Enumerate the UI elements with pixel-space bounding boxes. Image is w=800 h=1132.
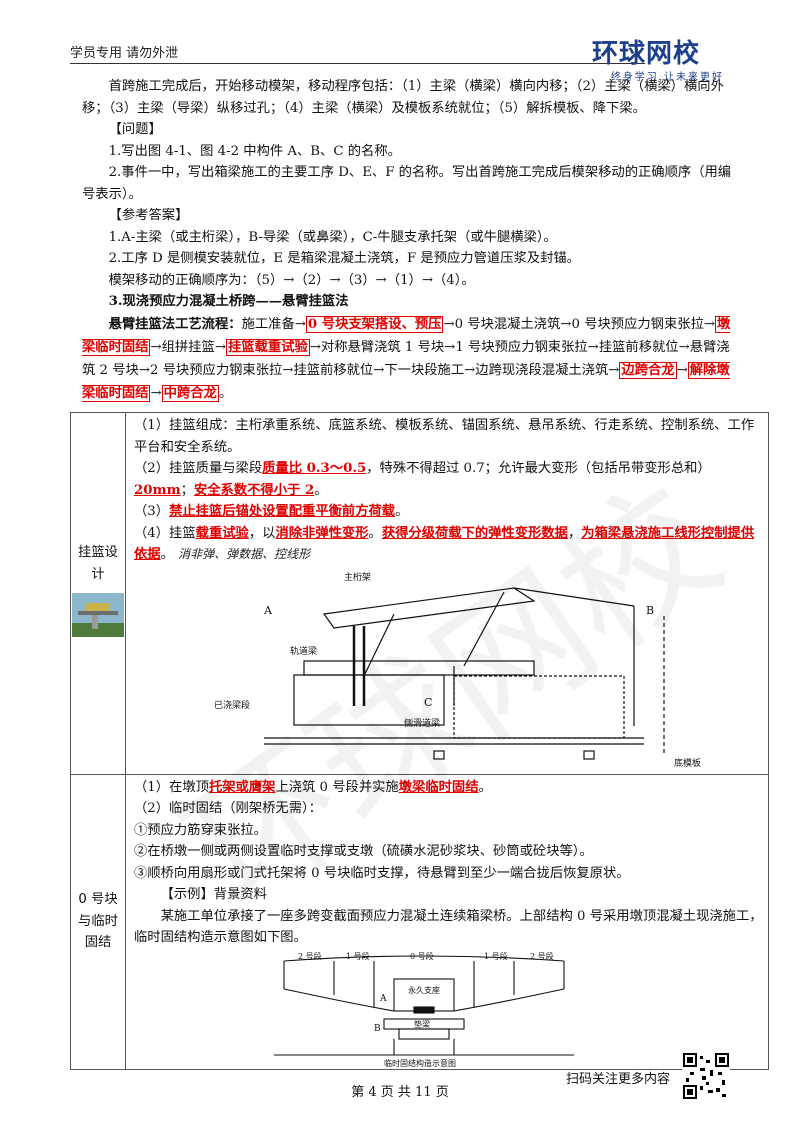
text: 上浇筑 0 号段并实施 — [275, 779, 399, 795]
text: ， — [567, 525, 582, 541]
header-left-text: 学员专用 请勿外泄 — [70, 46, 179, 61]
row-content: （1）在墩顶托架或膺架上浇筑 0 号段并实施墩梁临时固结。 （2）临时固结（刚架… — [125, 773, 769, 1070]
text: ，以 — [248, 525, 276, 541]
block0-item-1: （1）在墩顶托架或膺架上浇筑 0 号段并实施墩梁临时固结。 — [134, 777, 764, 799]
flow-text: → — [150, 385, 162, 401]
temporary-fixation-diagram: 2 号段 1 号段 0 号段 1 号段 2 号段 A 永久支座 B 垫梁 临时固… — [274, 951, 574, 1067]
traveler-item-3: （3）禁止挂篮后锚处设置配重平衡前方荷载。 — [134, 501, 764, 523]
paragraph-intro: 首跨施工完成后，开始移动模架，移动程序包括：（1）主梁（横梁）横向内移；（2）主… — [82, 79, 724, 116]
highlight: 质量比 0.3～0.5 — [262, 461, 367, 476]
flow-text: →组拼挂篮→ — [150, 339, 226, 355]
block0-item-5: ③顺桥向用扇形或门式托架将 0 号块临时支撑，待悬臂到至少一端合拢后恢复原状。 — [134, 865, 630, 881]
label-rail: 轨道梁 — [290, 645, 317, 657]
text: 。 — [395, 504, 409, 519]
text: （3） — [134, 504, 170, 519]
text: （1）在墩顶 — [134, 779, 209, 795]
flow-highlight: 墩梁临时固结 — [82, 315, 731, 356]
text: 。 — [160, 547, 174, 562]
traveler-item-1: （1）挂篮组成：主桁承重系统、底篮系统、模板系统、锚固系统、悬吊系统、行走系统、… — [134, 418, 755, 455]
flow-text: → — [676, 362, 688, 378]
qr-code-icon — [682, 1052, 730, 1100]
highlight: 安全系数不得小于 2 — [193, 482, 315, 498]
question-heading: 【问题】 — [108, 122, 162, 137]
question-1: 1.写出图 4-1、图 4-2 中构件 A、B、C 的名称。 — [108, 143, 401, 159]
label-poured: 已浇梁段 — [214, 699, 250, 711]
highlight: 载重试验 — [195, 525, 249, 541]
text: （4）挂篮 — [134, 525, 196, 541]
flow-text: →0 号块混凝土浇筑→0 号块预应力钢束张拉→ — [443, 316, 716, 332]
text: ； — [180, 482, 194, 498]
process-flow: 悬臂挂篮法工艺流程：施工准备→0 号块支架搭设、预压→0 号块混凝土浇筑→0 号… — [82, 313, 732, 405]
document-body: 首跨施工完成后，开始移动模架，移动程序包括：（1）主梁（横梁）横向内移；（2）主… — [82, 76, 732, 405]
label-side-rail: 侧滑道梁 — [404, 717, 440, 729]
seg-2-right: 2 号段 — [530, 951, 554, 961]
section-heading: 3.现浇预应力混凝土桥跨——悬臂挂篮法 — [108, 294, 349, 309]
diagram-caption: 临时固结构造示意图 — [384, 1058, 456, 1067]
form-traveler-photo — [72, 593, 124, 637]
logo-text: 环球网校 — [592, 39, 701, 69]
answer-2: 2.工序 D 是侧模安装就位，E 是箱梁混凝土浇筑，F 是预应力管道压浆及封锚。 — [108, 251, 580, 266]
flow-highlight: 边跨合龙 — [619, 361, 677, 379]
flow-title: 悬臂挂篮法工艺流程： — [108, 316, 242, 332]
text: ，特殊不得超过 0.7；允许最大变形（包括吊带变形总和） — [366, 461, 711, 476]
seg-0: 0 号段 — [410, 951, 434, 961]
text: 。 — [478, 779, 492, 795]
traveler-item-2: （2）挂篮质量与梁段质量比 0.3～0.5，特殊不得超过 0.7；允许最大变形（… — [134, 458, 764, 501]
highlight: 禁止挂篮后锚处设置配重平衡前方荷载 — [169, 504, 396, 519]
flow-highlight: 挂篮载重试验 — [225, 338, 310, 356]
flow-text: 。 — [218, 385, 233, 401]
block0-item-3: ①预应力筋穿束张拉。 — [134, 822, 267, 838]
highlight: 20mm — [134, 482, 181, 498]
logo-slogan: 终身学习 让未来更好 — [610, 72, 724, 83]
text: （2）挂篮质量与梁段 — [134, 461, 263, 476]
label-permanent-bearing: 永久支座 — [408, 985, 440, 995]
flow-highlight: 解除墩梁临时固结 — [82, 361, 730, 402]
highlight: 墩梁临时固结 — [398, 779, 479, 795]
header-rule — [70, 63, 645, 64]
block0-item-2: （2）临时固结（刚架桥无需）： — [134, 801, 322, 816]
label-pad-beam: 垫梁 — [414, 1019, 430, 1029]
brand-logo: 环球网校 终身学习 让未来更好 — [592, 33, 732, 85]
handwritten-note: 消非弹、弹数据、控线形 — [178, 547, 311, 561]
label-C: C — [424, 696, 432, 709]
row-label-cell: 挂篮设计 — [70, 412, 126, 775]
label-B: B — [646, 604, 654, 617]
flow-highlight: 0 号块支架搭设、预压 — [305, 315, 444, 333]
highlight: 为箱梁悬浇施工线形控制提供依据 — [134, 525, 755, 563]
answer-3: 模架移动的正确顺序为：（5）→（2）→（3）→（1）→（4）。 — [108, 272, 475, 288]
row-label: 挂篮设计 — [78, 545, 118, 582]
label-B: B — [374, 1024, 381, 1034]
example-text: 某施工单位承接了一座多跨变截面预应力混凝土连续箱梁桥。上部结构 0 号采用墩顶混… — [134, 908, 763, 946]
answer-1: 1.A-主梁（或主桁梁），B-导梁（或鼻梁），C-牛腿支承托架（或牛腿横梁）。 — [108, 229, 557, 245]
answer-heading: 【参考答案】 — [108, 208, 189, 223]
content-table: 挂篮设计 （1）挂篮组成：主桁承重系统、底篮系统、模板系统、锚固系统、悬吊系统、… — [70, 412, 769, 1070]
question-2: 2.事件一中，写出箱梁施工的主要工序 D、E、F 的名称。写出首跨施工完成后模架… — [82, 165, 732, 202]
label-A: A — [263, 604, 273, 617]
traveler-item-4: （4）挂篮载重试验，以消除非弹性变形。获得分级荷载下的弹性变形数据，为箱梁悬浇施… — [134, 523, 764, 566]
row-label: 0 号块与临时固结 — [78, 892, 118, 951]
text: 。 — [314, 482, 328, 498]
page-number: 第 4 页 共 11 页 — [351, 1085, 449, 1100]
flow-highlight: 中跨合龙 — [161, 384, 219, 402]
highlight: 消除非弹性变形 — [275, 525, 369, 541]
seg-2-left: 2 号段 — [298, 951, 322, 961]
row-label-cell: 0 号块与临时固结 — [70, 773, 126, 1070]
text: 。 — [368, 525, 382, 541]
highlight: 托架或膺架 — [208, 779, 276, 795]
label-bottom-form: 底模板 — [674, 757, 701, 769]
block0-item-4: ②在桥墩一侧或两侧设置临时支撑或支墩（硫磺水泥砂浆块、砂筒或砼块等）。 — [134, 844, 593, 859]
form-traveler-diagram: A 主桁架 B 轨道梁 已浇梁段 侧滑道梁 C 底模板 — [214, 571, 701, 769]
seg-1-left: 1 号段 — [346, 951, 370, 961]
flow-text: 施工准备→ — [241, 316, 306, 332]
example-heading: 【示例】背景资料 — [160, 887, 267, 902]
seg-1-right: 1 号段 — [484, 951, 508, 961]
highlight: 获得分级荷载下的弹性变形数据 — [381, 525, 568, 541]
scan-prompt: 扫码关注更多内容 — [566, 1072, 671, 1087]
row-content: （1）挂篮组成：主桁承重系统、底篮系统、模板系统、锚固系统、悬吊系统、行走系统、… — [125, 412, 769, 775]
label-A: A — [379, 994, 387, 1004]
label-main-truss: 主桁架 — [344, 571, 371, 583]
flow-text: →对称悬臂浇筑 1 号块→1 号块预应力钢束张拉→挂篮前移就位→悬臂浇筑 2 号… — [82, 339, 730, 378]
